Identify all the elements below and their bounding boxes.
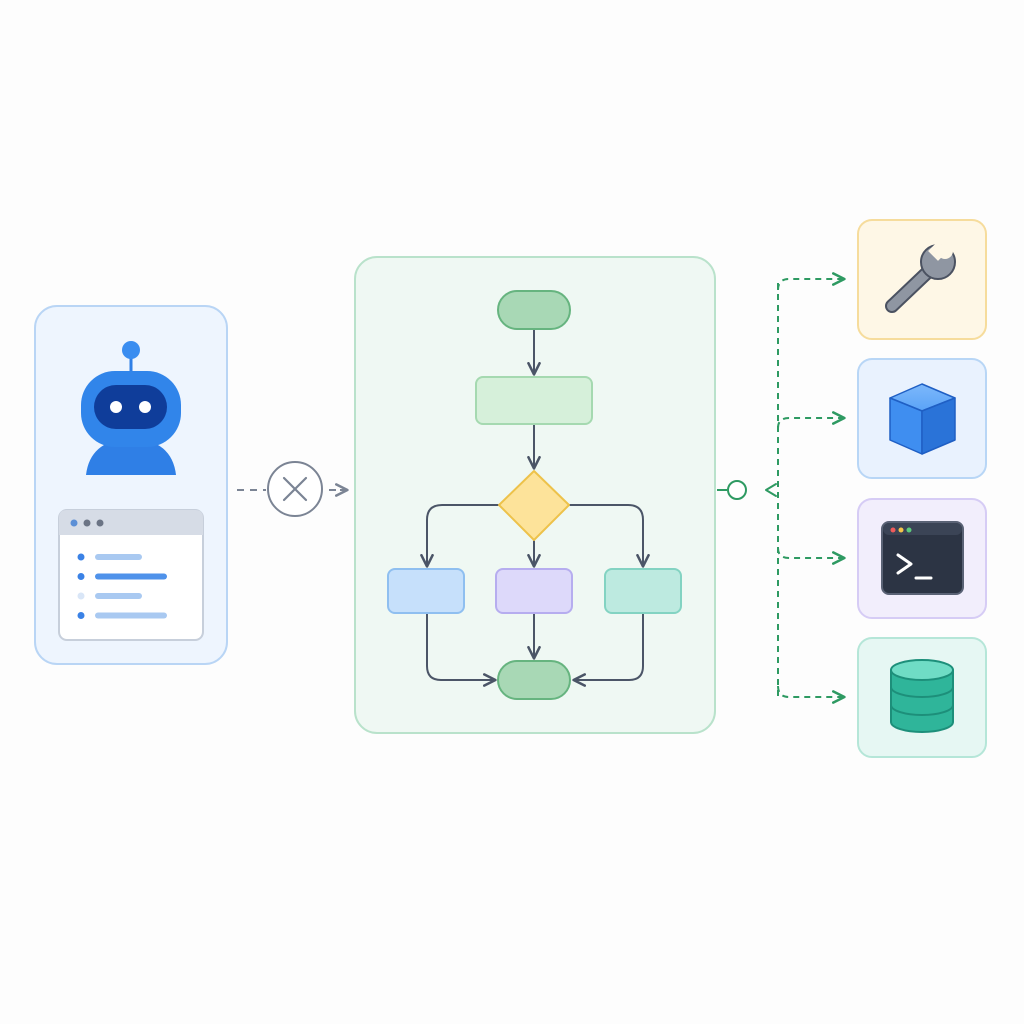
end-terminal-node (497, 660, 571, 700)
tool-tile-cube[interactable] (857, 358, 987, 479)
dashed-link-wrench (777, 272, 846, 291)
list-bullet (77, 573, 85, 580)
branch-node-blue (387, 568, 465, 614)
tool-tile-terminal[interactable] (857, 498, 987, 619)
arrow-decision-to-right (568, 504, 650, 568)
branch-node-purple (495, 568, 573, 614)
window-list-item (77, 573, 167, 580)
terminal-icon (881, 521, 964, 595)
tool-connector (717, 272, 846, 704)
tool-tile-wrench[interactable] (857, 219, 987, 340)
agent-card (34, 305, 228, 665)
robot-icon (81, 341, 181, 475)
dashed-link-terminal (777, 547, 846, 565)
window-list-item (77, 612, 167, 619)
branch-node-teal (604, 568, 682, 614)
dashed-link-cube (777, 411, 846, 429)
hollow-circle-node (727, 480, 747, 500)
flow-arrows (420, 329, 650, 687)
cube-icon (889, 383, 956, 455)
app-window-icon (58, 509, 204, 641)
blocked-x-icon (267, 461, 323, 517)
workflow-panel (354, 256, 716, 734)
process-node (475, 376, 593, 425)
tool-tile-database[interactable] (857, 637, 987, 758)
list-line (95, 573, 167, 580)
arrow-decision-to-left (420, 504, 500, 568)
tool-list (857, 219, 987, 758)
branch-chevron (765, 483, 777, 497)
start-terminal-node (497, 290, 571, 330)
list-line (95, 554, 142, 560)
window-list-item (77, 592, 142, 600)
list-line (95, 612, 167, 619)
dashed-link-database (777, 685, 846, 704)
list-line (95, 593, 142, 599)
arrow-right-to-end (572, 613, 644, 687)
window-list-item (77, 553, 142, 561)
arrow-left-to-end (426, 613, 497, 687)
list-bullet (77, 612, 85, 619)
database-icon (890, 659, 954, 733)
list-bullet (77, 553, 85, 561)
decision-node (498, 470, 570, 541)
list-bullet (77, 592, 85, 600)
blocked-connector (237, 461, 349, 517)
wrench-icon (885, 241, 956, 313)
